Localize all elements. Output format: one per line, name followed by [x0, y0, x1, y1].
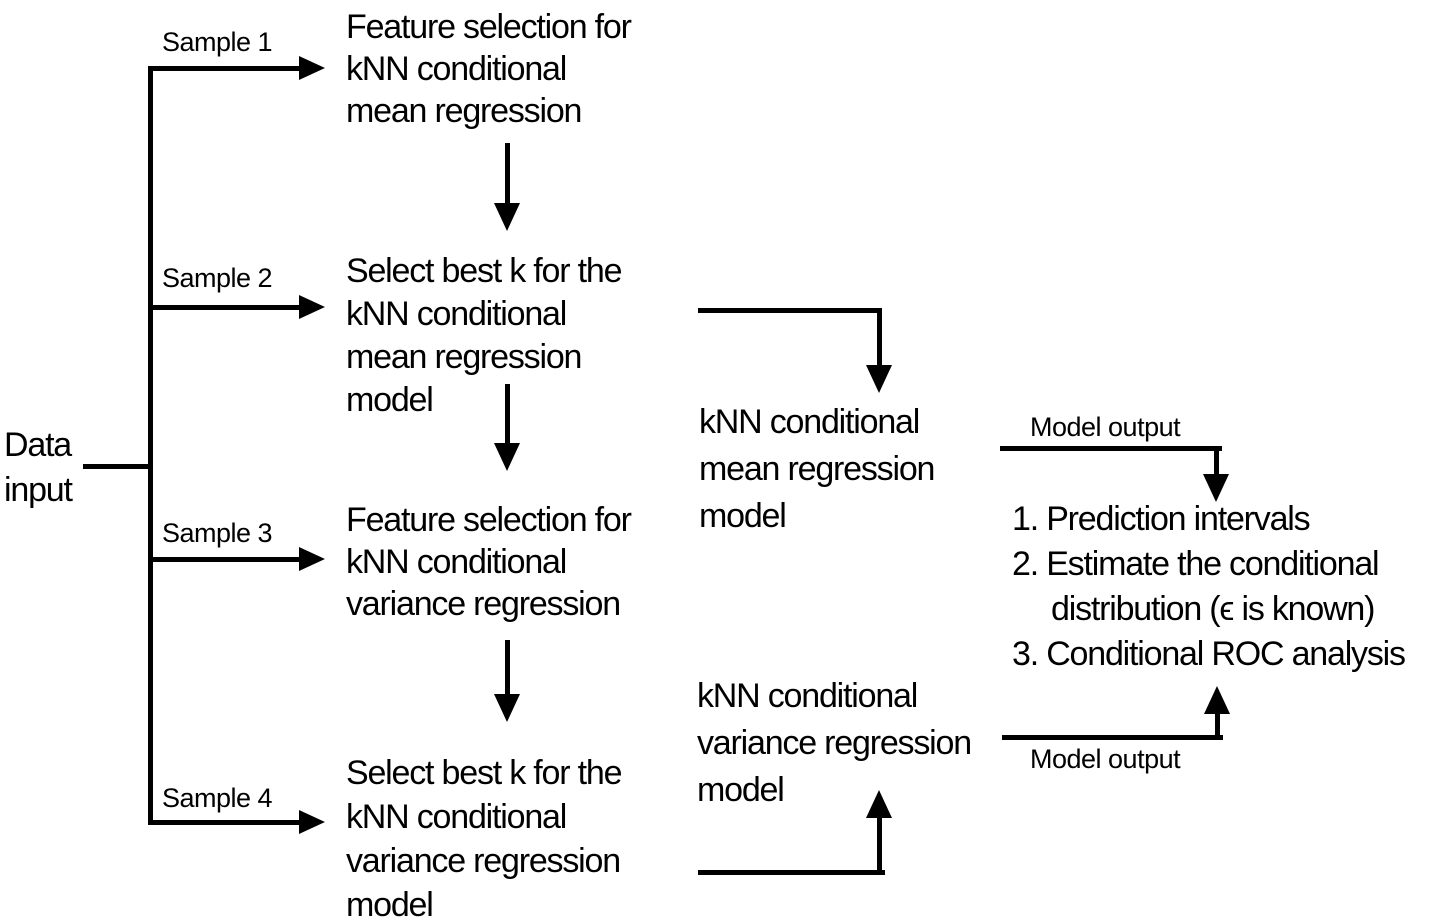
step-select-k-mean: Select best k for the kNN conditional me… — [346, 252, 622, 419]
sample-3-arrow-line — [148, 557, 300, 562]
node-mean-model: kNN conditional mean regression model — [699, 403, 935, 535]
output-item-conditional-roc: 3. Conditional ROC analysis — [1012, 635, 1406, 673]
step-select-k-variance: Select best k for the kNN conditional va… — [346, 754, 622, 924]
model-output-bottom-line-v — [1215, 714, 1220, 740]
sample-1-arrow-line — [148, 66, 300, 71]
sample-4-arrowhead-icon — [299, 810, 325, 834]
sample-3-label: Sample 3 — [162, 518, 273, 548]
arrowhead-feature-to-selectk-mean-icon — [494, 203, 520, 231]
model-output-bottom-arrowhead-icon — [1204, 686, 1230, 714]
elbow-line-to-variance-model-v — [877, 818, 882, 875]
node-variance-model: kNN conditional variance regression mode… — [697, 677, 972, 809]
arrowhead-to-variance-model-icon — [866, 790, 892, 818]
data-input-label: Data input — [4, 426, 73, 509]
model-output-bottom-line-h — [1002, 735, 1223, 740]
sample-2-label: Sample 2 — [162, 263, 273, 293]
output-item-estimate-conditional-cont: distribution (ϵ is known) — [1051, 590, 1375, 628]
step-feature-selection-variance: Feature selection for kNN conditional va… — [346, 501, 632, 623]
trunk-line — [148, 66, 153, 825]
sample-3-arrowhead-icon — [299, 547, 325, 571]
model-output-top-arrowhead-icon — [1203, 474, 1229, 502]
step-feature-selection-mean: Feature selection for kNN conditional me… — [346, 8, 632, 130]
arrowhead-to-mean-model-icon — [866, 365, 892, 393]
elbow-line-to-mean-model-h — [698, 308, 882, 313]
arrow-line-feature-to-selectk-mean — [505, 143, 510, 203]
sample-4-arrow-line — [148, 820, 300, 825]
sample-2-arrow-line — [148, 305, 300, 310]
arrow-line-selectk-mean-to-feature-variance — [505, 384, 510, 443]
sample-4-label: Sample 4 — [162, 783, 273, 813]
elbow-line-to-variance-model-h — [698, 870, 885, 875]
elbow-line-to-mean-model-v — [877, 308, 882, 365]
arrowhead-feature-variance-to-selectk-variance-icon — [494, 694, 520, 722]
output-item-estimate-conditional: 2. Estimate the conditional — [1012, 545, 1380, 583]
output-item-prediction-intervals: 1. Prediction intervals — [1012, 500, 1311, 538]
model-output-label-top: Model output — [1030, 412, 1181, 442]
sample-1-label: Sample 1 — [162, 27, 273, 57]
model-output-top-line-v — [1214, 446, 1219, 474]
sample-2-arrowhead-icon — [299, 295, 325, 319]
arrow-line-feature-variance-to-selectk-variance — [505, 640, 510, 694]
model-output-label-bottom: Model output — [1030, 744, 1181, 774]
arrowhead-selectk-mean-to-feature-variance-icon — [494, 443, 520, 471]
sample-1-arrowhead-icon — [299, 56, 325, 80]
data-input-connector-line — [83, 464, 150, 469]
model-output-top-line-h — [1000, 446, 1222, 451]
